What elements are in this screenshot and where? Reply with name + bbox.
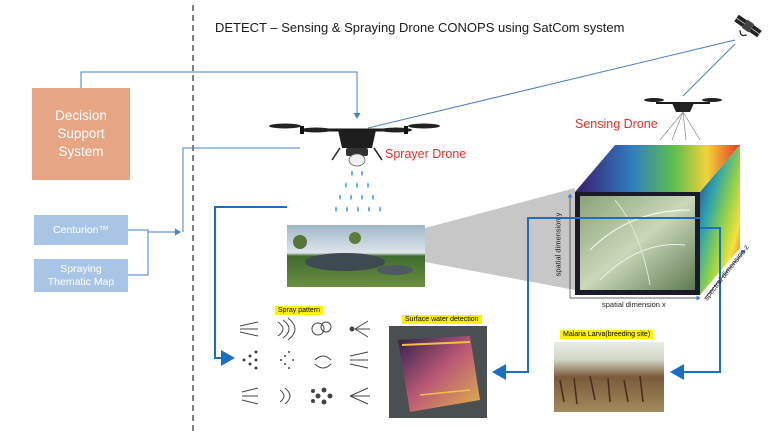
view-cone	[425, 188, 575, 290]
arrow-to-surface-water	[492, 217, 700, 380]
spray-pattern-grid	[239, 317, 370, 405]
diagram-title: DETECT – Sensing & Spraying Drone CONOPS…	[215, 20, 625, 35]
decision-support-box: Decision Support System	[32, 88, 130, 180]
sensing-drone-label: Sensing Drone	[575, 117, 658, 131]
surface-water-image	[389, 326, 487, 418]
connector-sat-to-sensing	[682, 43, 736, 97]
centurion-box: Centurion™	[34, 215, 128, 245]
axis-y-label: spatial dimension y	[553, 212, 563, 277]
arrow-to-larva	[670, 227, 721, 380]
satellite-icon	[734, 14, 762, 38]
connector-to-sprayer-drone	[182, 147, 300, 232]
centurion-label: Centurion™	[52, 223, 110, 236]
arrow-to-spray-pattern	[214, 206, 287, 366]
surface-water-chip: Surface water detection	[402, 315, 482, 324]
connector-centurion	[128, 229, 149, 276]
sensing-drone-icon	[644, 98, 722, 141]
hyperspectral-cube	[575, 145, 740, 295]
spraying-map-label: Spraying Thematic Map	[47, 262, 115, 288]
spray-droplets	[335, 170, 381, 212]
decision-support-label: Decision Support System	[55, 108, 107, 159]
sprayer-drone-icon	[269, 123, 440, 167]
sprayer-drone-label: Sprayer Drone	[385, 147, 467, 161]
spray-pattern-chip: Spray pattern	[275, 306, 324, 315]
connector-sat-to-sprayer	[367, 39, 736, 129]
field-photo	[287, 225, 425, 287]
connector-dss-to-drone	[80, 71, 361, 119]
axis-x-label: spatial dimension x	[602, 300, 666, 309]
malaria-larva-chip: Malaria Larva(breeding site)	[560, 330, 654, 339]
spraying-map-box: Spraying Thematic Map	[34, 259, 128, 292]
malaria-larva-image	[554, 342, 664, 412]
